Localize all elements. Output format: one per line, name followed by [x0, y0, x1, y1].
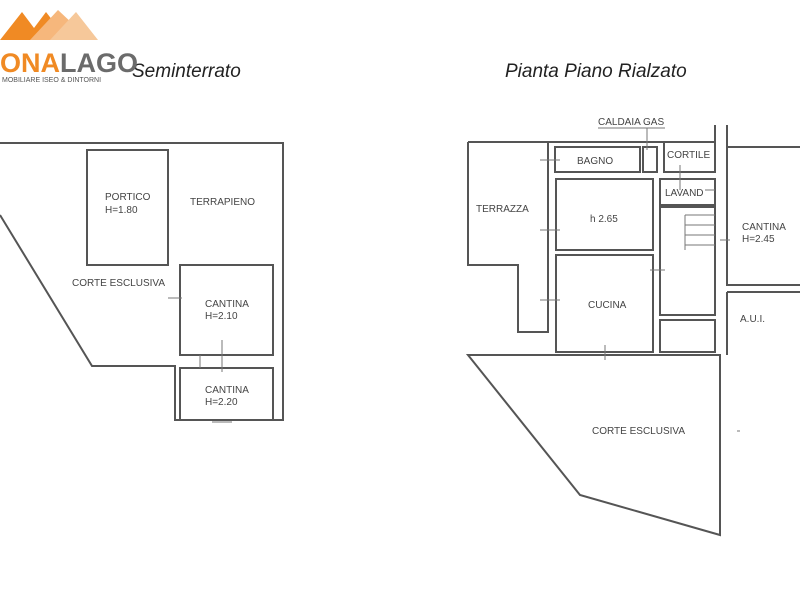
label-cantina2: CANTINA: [205, 385, 249, 396]
label-lavand: LAVAND: [665, 188, 704, 199]
label-room-h: h 2.65: [590, 214, 618, 225]
label-terrapieno: TERRAPIENO: [190, 197, 255, 208]
label-cantina2-h: H=2.20: [205, 397, 238, 408]
label-bagno: BAGNO: [577, 156, 613, 167]
label-cantina1: CANTINA: [205, 299, 249, 310]
brand-part-2: LAGO: [60, 48, 138, 78]
label-corte-right: CORTE ESCLUSIVA: [592, 426, 685, 437]
label-aui: A.U.I.: [740, 314, 765, 325]
label-caldaia: CALDAIA GAS: [598, 117, 664, 128]
brand-part-1: ONA: [0, 48, 60, 78]
label-portico: PORTICO: [105, 192, 151, 203]
label-cantina: CANTINA: [742, 222, 786, 233]
rialzato-title: Pianta Piano Rialzato: [505, 61, 687, 82]
brand-name: ONALAGO: [0, 48, 138, 79]
label-cortile: CORTILE: [667, 150, 710, 161]
seminterrato-title: Seminterrato: [132, 61, 241, 82]
label-corte-left: CORTE ESCLUSIVA: [72, 278, 165, 289]
seminterrato-plan: [0, 142, 284, 423]
label-cucina: CUCINA: [588, 300, 627, 311]
company-logo: ONALAGO MOBILIARE ISEO & DINTORNI: [0, 0, 138, 90]
mountain-logo-icon: [0, 10, 98, 40]
label-terrazza: TERRAZZA: [476, 204, 529, 215]
rialzato-plan: [465, 125, 800, 537]
label-portico-h: H=1.80: [105, 205, 138, 216]
label-cantina-h: H=2.45: [742, 234, 775, 245]
brand-tagline: MOBILIARE ISEO & DINTORNI: [2, 77, 102, 84]
label-cantina1-h: H=2.10: [205, 311, 238, 322]
